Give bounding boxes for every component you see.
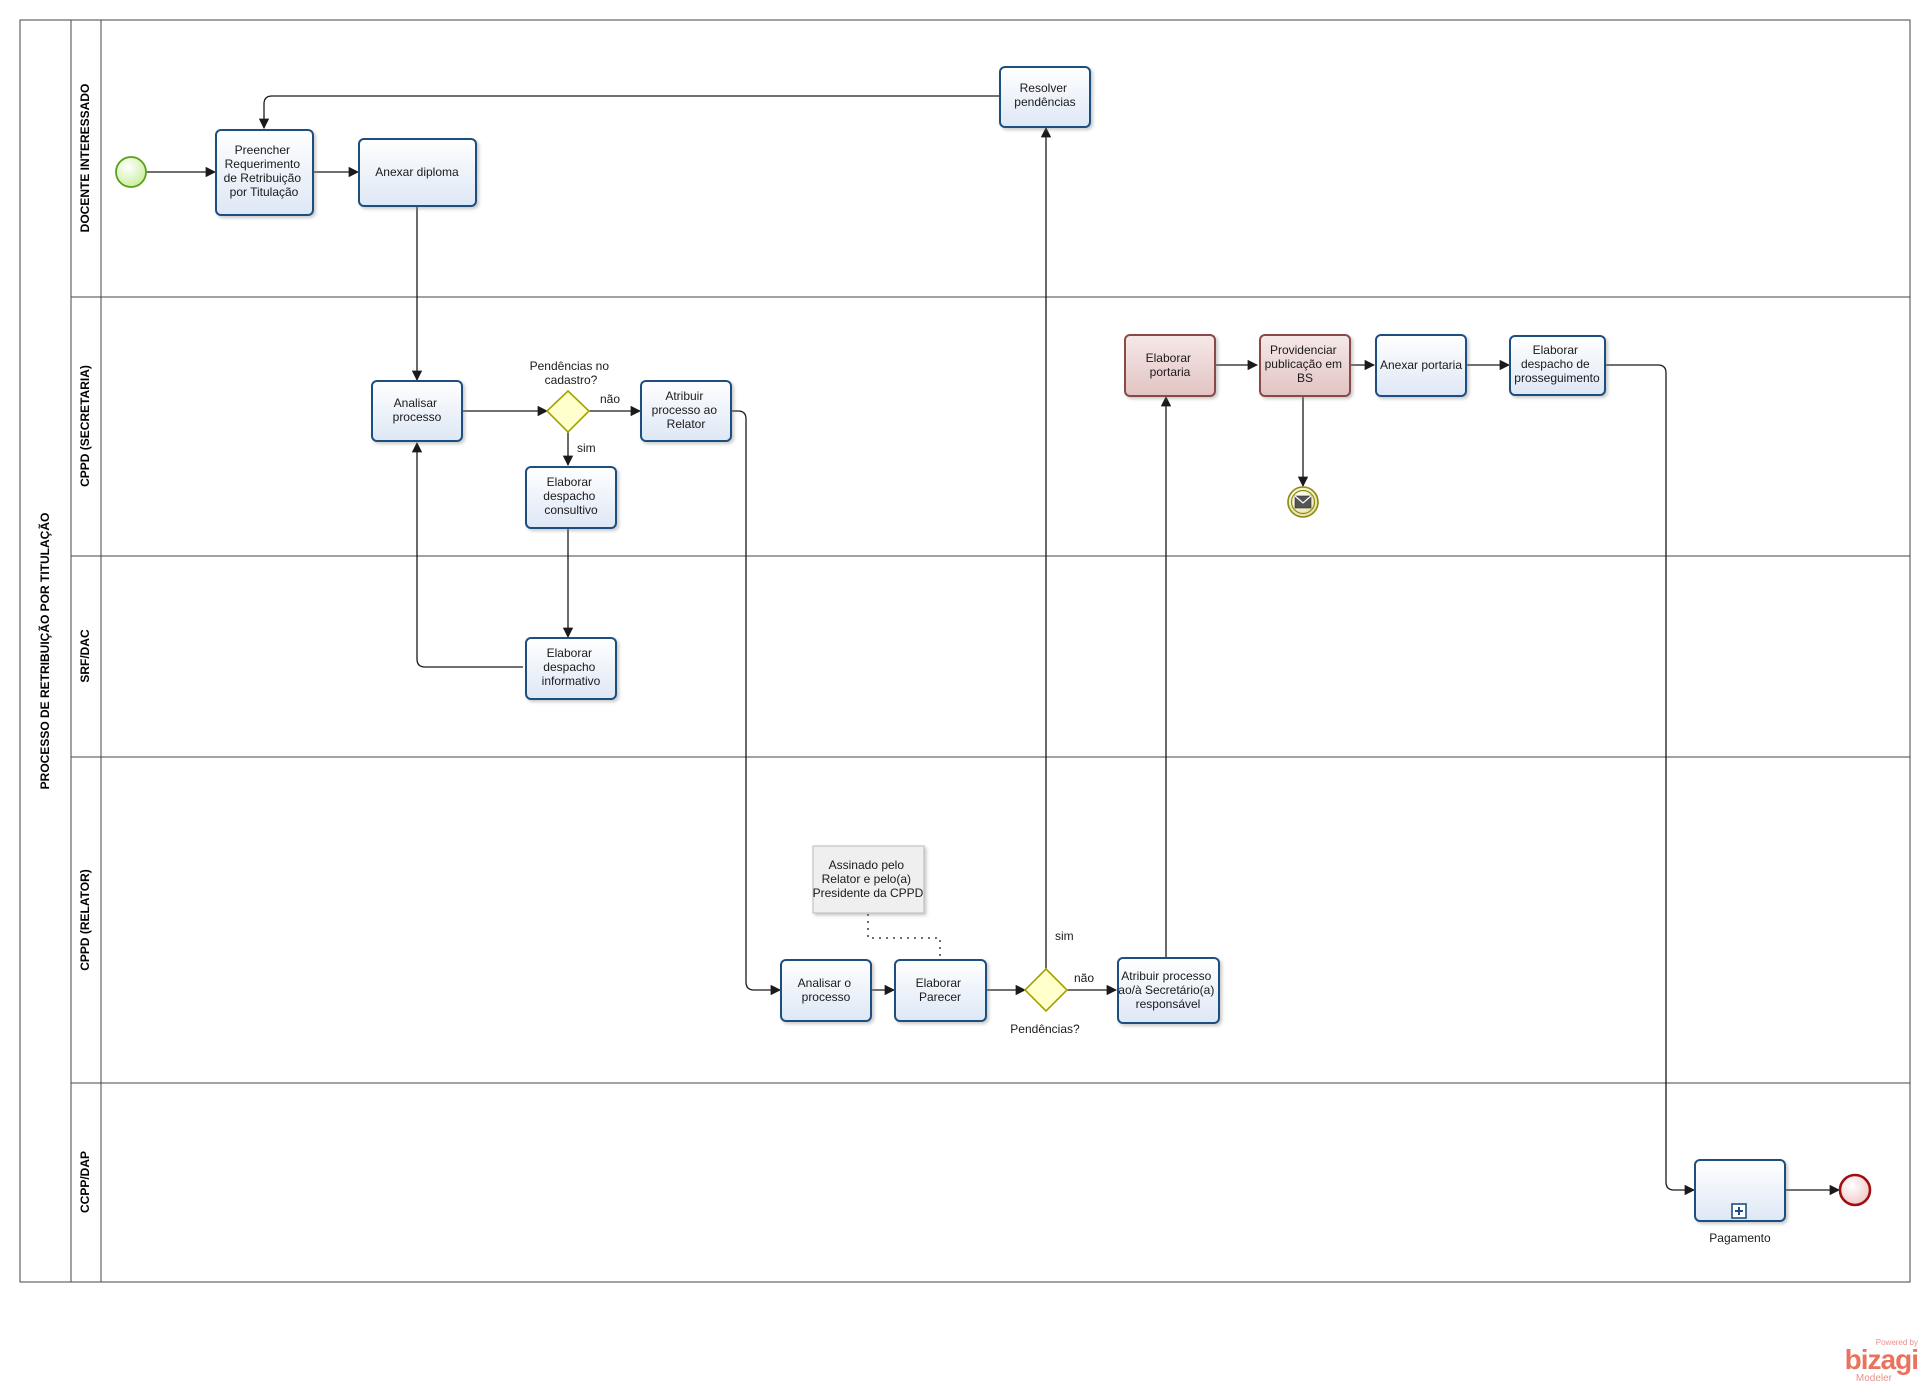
flow-resolver-preencher [258, 95, 999, 130]
text-annotation [812, 845, 925, 914]
association-annotation [867, 914, 941, 960]
task-analisar-processo[interactable] [371, 380, 463, 442]
task-anexar-portaria-text: Anexar portaria [1380, 358, 1462, 372]
subprocess-pagamento[interactable] [1694, 1159, 1786, 1222]
end-event[interactable] [1838, 1173, 1872, 1207]
task-resolver-text: Resolver pendências [1014, 81, 1075, 109]
gateway-pendencias-label: Pendências? [1010, 1022, 1080, 1036]
subprocess-pagamento-label: Pagamento [1709, 1231, 1771, 1245]
task-preencher[interactable] [215, 129, 314, 216]
task-despacho-consultivo[interactable] [525, 466, 617, 529]
message-event[interactable] [1287, 486, 1319, 518]
task-analisar-o-processo-text: Analisar o processo [798, 976, 855, 1004]
lane-label-docente: DOCENTE INTERESSADO [78, 84, 92, 233]
task-providenciar[interactable] [1259, 334, 1351, 397]
flow-label-sim-1: sim [577, 441, 596, 455]
brand-name: bizagi [1844, 1344, 1919, 1375]
expand-icon[interactable] [1731, 1203, 1747, 1219]
brand-product: Modeler [1855, 1373, 1892, 1384]
flow-label-nao-2: não [1074, 971, 1094, 985]
bizagi-logo: Powered by bizagi Modeler [1828, 1338, 1919, 1384]
pool-label: PROCESSO DE RETRIBUIÇÃO POR TITULAÇÃO [37, 513, 52, 790]
gateway-pendencias-cadastro[interactable] [545, 389, 591, 434]
flow-label-sim-2: sim [1055, 929, 1074, 943]
sequence-flows [146, 95, 1841, 1196]
flow-atribuir-relator [731, 410, 782, 996]
lane-label-secretaria: CPPD (SECRETARIA) [78, 365, 92, 487]
gateway-pendencias[interactable] [1023, 967, 1069, 1013]
task-providenciar-text: Providenciar publicação em BS [1265, 343, 1346, 385]
task-elaborar-portaria-text: Elaborar portaria [1146, 351, 1195, 379]
gateway-pendencias-cadastro-label: Pendências no cadastro? [530, 359, 613, 387]
task-resolver[interactable] [999, 66, 1091, 128]
task-despacho-informativo-text: Elaborar despacho informativo [542, 646, 601, 688]
task-despacho-informativo[interactable] [525, 637, 617, 700]
text-annotation-text: Assinado pelo Relator e pelo(a) Presiden… [813, 858, 924, 900]
flow-informativo-analisar [411, 441, 523, 668]
task-despacho-prosseguimento[interactable] [1509, 335, 1606, 396]
task-despacho-consultivo-text: Elaborar despacho consultivo [543, 475, 598, 517]
brand-powered: Powered by [1875, 1338, 1918, 1347]
task-despacho-prosseguimento-text: Elaborar despacho de prosseguimento [1514, 343, 1600, 385]
task-atribuir-secretario-text: Atribuir processo ao/à Secretário(a) res… [1118, 969, 1217, 1011]
task-atribuir-relator-text: Atribuir processo ao Relator [652, 389, 721, 431]
task-anexar-portaria[interactable] [1375, 334, 1467, 397]
task-anexar-diploma-text: Anexar diploma [375, 165, 459, 179]
flow-label-nao-1: não [600, 392, 620, 406]
lane-label-srf: SRF/DAC [78, 629, 92, 683]
lane-label-ccpp: CCPP/DAP [78, 1151, 92, 1213]
lane-label-relator: CPPD (RELATOR) [78, 869, 92, 971]
task-atribuir-secretario[interactable] [1117, 957, 1220, 1024]
task-preencher-text: Preencher Requerimento de Retribuição po… [224, 143, 305, 199]
task-analisar-o-processo[interactable] [780, 959, 872, 1022]
task-anexar-diploma[interactable] [358, 138, 477, 207]
pool: PROCESSO DE RETRIBUIÇÃO POR TITULAÇÃO DO… [19, 19, 1911, 1283]
task-elaborar-parecer[interactable] [894, 959, 987, 1022]
task-analisar-processo-text: Analisar processo [393, 396, 442, 424]
start-event[interactable] [115, 156, 147, 188]
task-elaborar-parecer-text: Elaborar Parecer [916, 976, 965, 1004]
flow-despacho-pagamento [1604, 364, 1696, 1196]
task-elaborar-portaria[interactable] [1124, 334, 1216, 397]
task-atribuir-relator[interactable] [640, 380, 732, 442]
